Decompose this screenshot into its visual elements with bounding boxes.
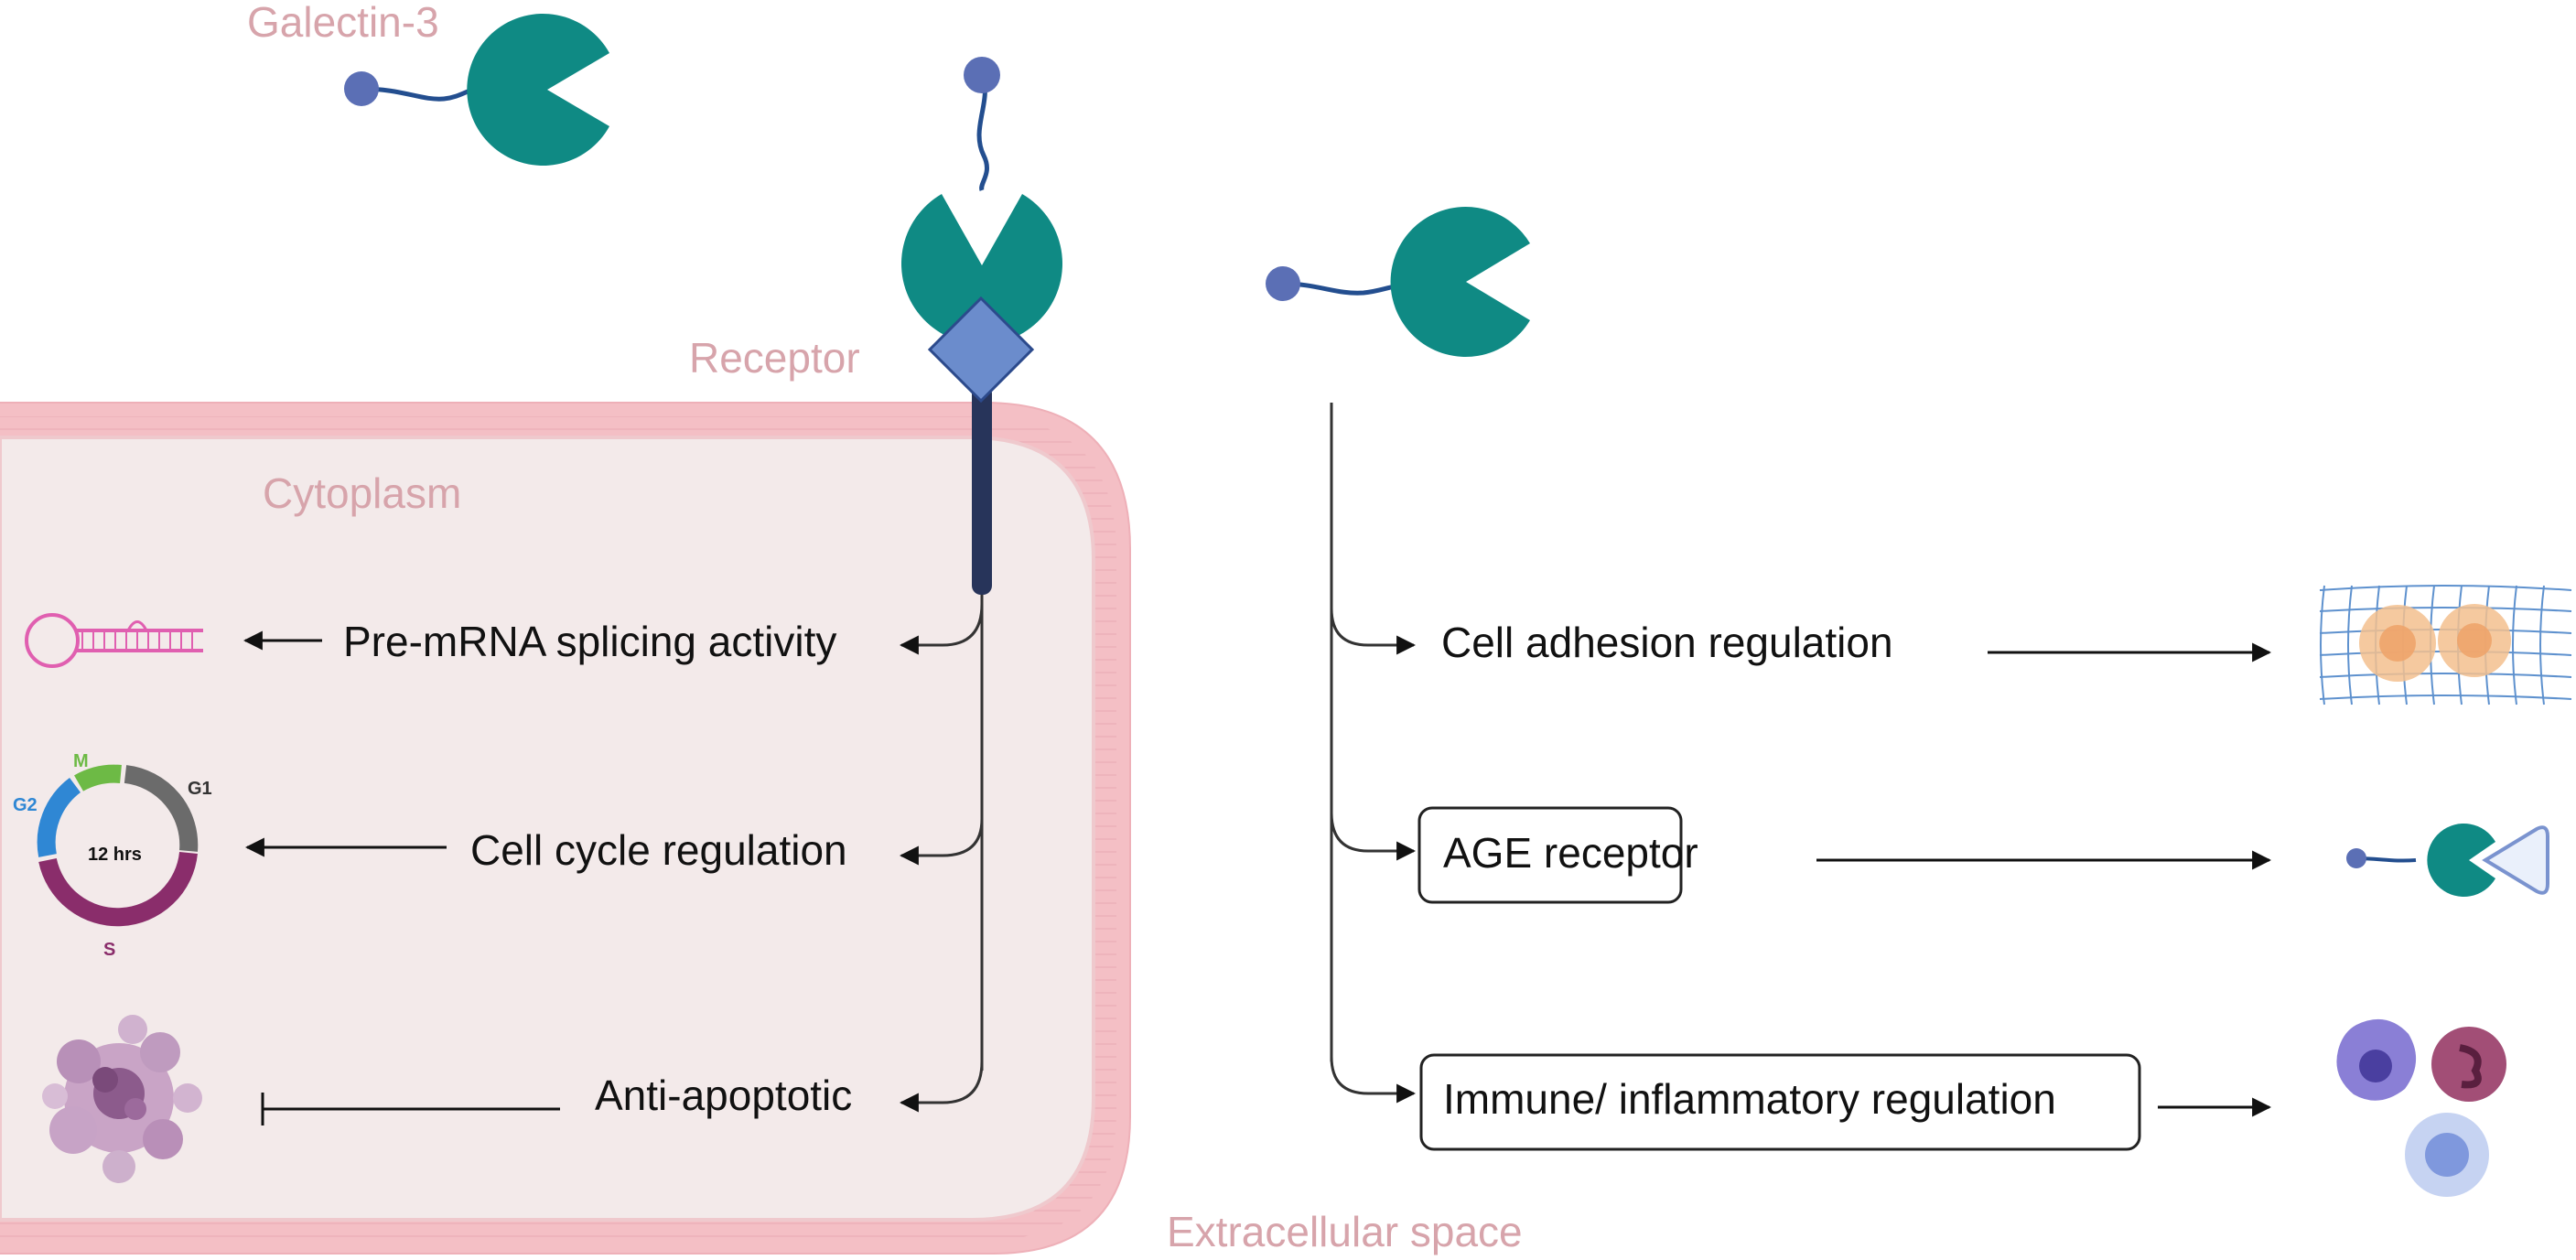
galectin3-age-complex-icon xyxy=(2346,824,2549,898)
cell-cycle-g1-label: G1 xyxy=(188,779,212,799)
cell-cycle-g2-label: G2 xyxy=(13,795,38,815)
cell-cycle-m-label: M xyxy=(73,751,89,771)
extracellular-arrows xyxy=(1816,642,2272,1117)
apoptotic-cell-icon xyxy=(42,1015,202,1183)
galectin3-label: Galectin-3 xyxy=(247,0,439,46)
cell-cycle-center-label: 12 hrs xyxy=(88,845,142,865)
cell-membrane xyxy=(0,402,1131,1255)
immune-inflammatory-label: Immune/ inflammatory regulation xyxy=(1443,1075,2056,1123)
cytoplasm-label: Cytoplasm xyxy=(263,469,461,517)
galectin3-extracellular-icon xyxy=(1266,207,1530,357)
cell-adhesion-matrix-icon xyxy=(2319,585,2572,705)
cell-adhesion-label: Cell adhesion regulation xyxy=(1441,619,1893,666)
galectin3-free-icon xyxy=(344,13,609,166)
age-receptor-box xyxy=(1417,806,1683,904)
intracellular-arrows xyxy=(243,630,560,1125)
cell-cycle-s-label: S xyxy=(103,940,115,960)
receptor-icon xyxy=(927,296,1035,595)
galectin3-bound-icon xyxy=(900,57,1063,345)
cell-cycle-regulation-label: Cell cycle regulation xyxy=(470,826,847,874)
immune-box xyxy=(1419,1053,2141,1151)
cytoplasm-area xyxy=(0,436,1095,1222)
pre-mrna-splicing-label: Pre-mRNA splicing activity xyxy=(343,618,836,665)
immune-cells-icon xyxy=(2336,1018,2506,1197)
pre-mrna-hairpin-icon xyxy=(25,613,203,668)
intracellular-connector xyxy=(899,595,984,1113)
receptor-label: Receptor xyxy=(689,334,860,382)
extracellular-connector xyxy=(1330,403,1417,1104)
cell-cycle-icon: 12 hrs M G1 G2 S xyxy=(13,751,212,960)
extracellular-space-label: Extracellular space xyxy=(1167,1208,1523,1255)
anti-apoptotic-label: Anti-apoptotic xyxy=(595,1072,852,1119)
age-receptor-label: AGE receptor xyxy=(1443,829,1698,877)
